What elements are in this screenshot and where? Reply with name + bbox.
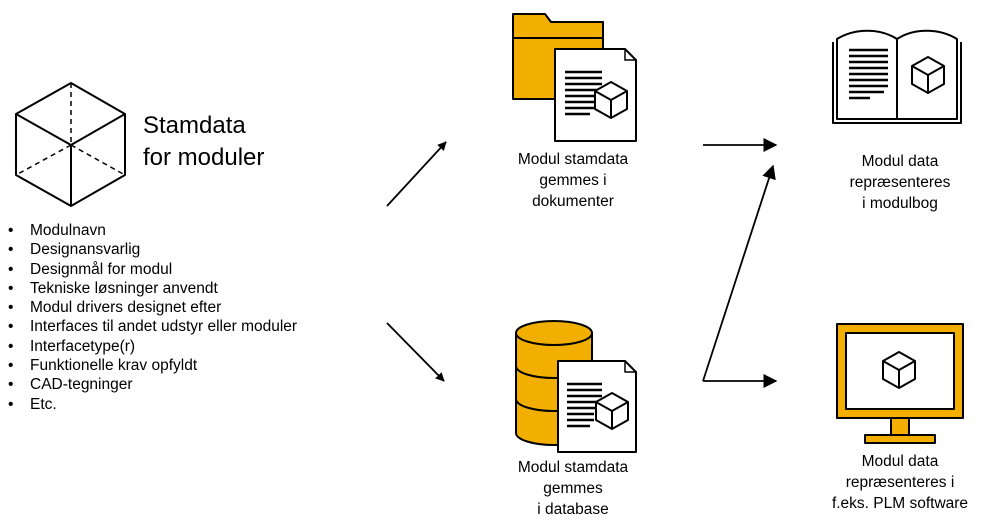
caption-line: gemmes bbox=[543, 480, 603, 497]
arrow-database-to-modulbog bbox=[702, 164, 776, 382]
caption-line: gemmes i bbox=[539, 172, 607, 189]
document-icon bbox=[554, 48, 637, 142]
small-cube-icon bbox=[911, 56, 945, 94]
list-item: Interfaces til andet udstyr eller module… bbox=[6, 317, 297, 337]
list-item: Etc. bbox=[6, 395, 297, 415]
caption-line: i database bbox=[537, 501, 609, 518]
caption-line: Modul data bbox=[861, 153, 939, 170]
document-icon bbox=[557, 360, 637, 453]
folder-document-icon bbox=[512, 13, 637, 142]
list-item: Modulnavn bbox=[6, 221, 297, 241]
caption-line: repræsenteres bbox=[849, 174, 951, 191]
attribute-list: Modulnavn Designansvarlig Designmål for … bbox=[6, 221, 297, 414]
small-cube-icon bbox=[595, 392, 629, 430]
modulbog-caption: Modul data repræsenteres i modulbog bbox=[812, 151, 988, 214]
small-cube-icon bbox=[882, 351, 916, 389]
documents-caption: Modul stamdata gemmes i dokumenter bbox=[488, 149, 658, 212]
list-item: Designmål for modul bbox=[6, 260, 297, 280]
plm-caption: Modul data repræsenteres i f.eks. PLM so… bbox=[808, 451, 992, 514]
list-item: CAD-tegninger bbox=[6, 375, 297, 395]
list-item: Interfacetype(r) bbox=[6, 337, 297, 357]
caption-line: Modul stamdata bbox=[517, 151, 629, 168]
list-item: Tekniske løsninger anvendt bbox=[6, 279, 297, 299]
caption-line: Modul stamdata bbox=[517, 459, 629, 476]
arrow-to-database bbox=[386, 322, 445, 382]
caption-line: i modulbog bbox=[862, 195, 938, 212]
arrow-to-documents bbox=[386, 141, 447, 207]
list-item: Funktionelle krav opfyldt bbox=[6, 356, 297, 376]
title-line-2: for moduler bbox=[143, 144, 265, 171]
page-title: Stamdata for moduler bbox=[143, 110, 264, 174]
monitor-icon bbox=[836, 323, 964, 444]
database-document-icon bbox=[515, 320, 637, 453]
database-caption: Modul stamdata gemmes i database bbox=[488, 457, 658, 520]
small-cube-icon bbox=[594, 81, 628, 119]
cube-icon bbox=[15, 82, 126, 207]
caption-line: f.eks. PLM software bbox=[831, 495, 969, 512]
arrow-icon bbox=[386, 138, 778, 388]
caption-line: repræsenteres i bbox=[845, 474, 955, 491]
caption-line: dokumenter bbox=[532, 193, 614, 210]
title-line-1: Stamdata bbox=[143, 112, 246, 139]
book-icon bbox=[832, 29, 962, 124]
caption-line: Modul data bbox=[861, 453, 939, 470]
list-item: Designansvarlig bbox=[6, 240, 297, 260]
list-item: Modul drivers designet efter bbox=[6, 298, 297, 318]
